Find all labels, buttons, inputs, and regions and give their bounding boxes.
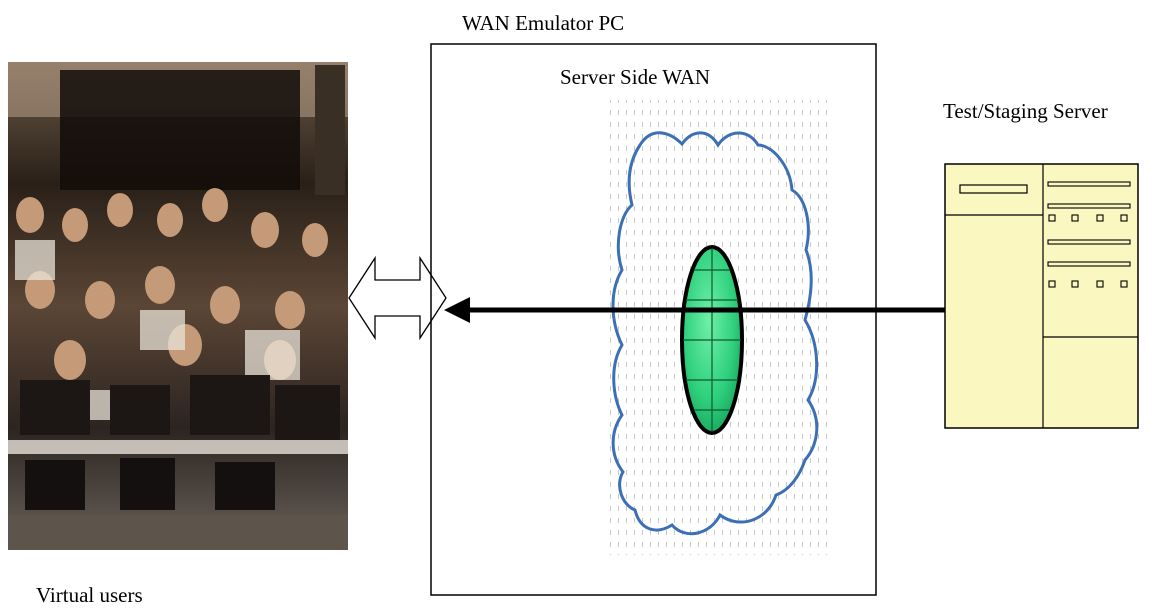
- server-tower-icon: [944, 163, 1139, 429]
- hollow-double-arrow: [348, 255, 447, 341]
- globe-icon: [680, 245, 744, 435]
- test-staging-server-label: Test/Staging Server: [943, 99, 1108, 123]
- wan-emulator-box: [430, 43, 877, 596]
- wan-emulator-pc-label: WAN Emulator PC: [462, 11, 625, 35]
- virtual-users-label: Virtual users: [36, 583, 143, 607]
- virtual-users-photo: [8, 62, 348, 550]
- server-side-wan-label: Server Side WAN: [560, 65, 711, 89]
